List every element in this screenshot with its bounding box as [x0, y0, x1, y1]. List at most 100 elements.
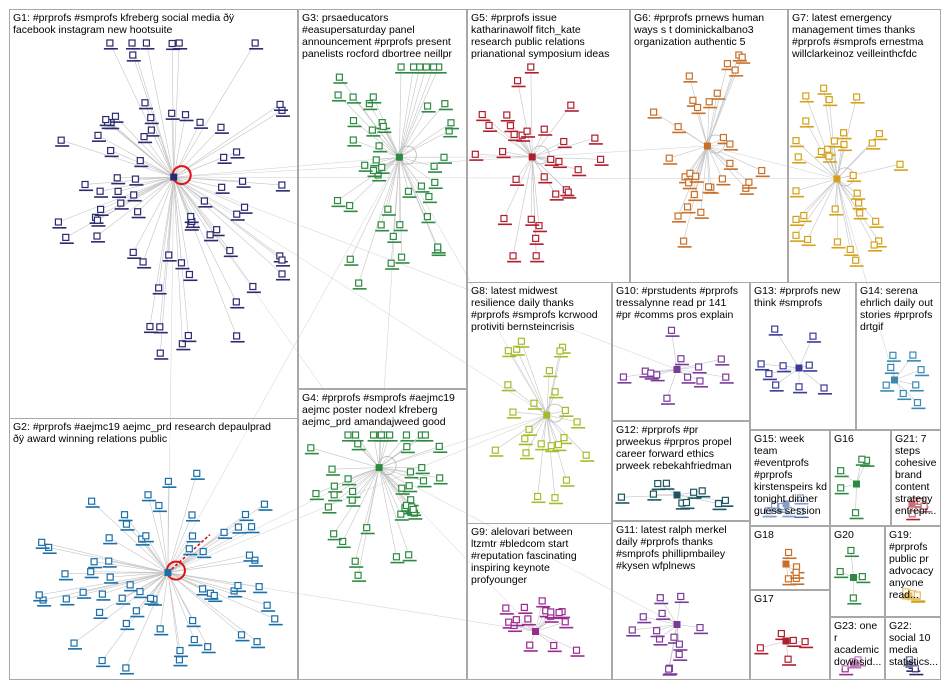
vertex-node[interactable] [349, 557, 364, 568]
vertex-node[interactable] [694, 208, 709, 219]
vertex-node[interactable] [276, 270, 290, 281]
vertex-node[interactable] [768, 501, 783, 512]
vertex-node[interactable] [571, 418, 586, 429]
vertex-node[interactable] [236, 177, 251, 188]
vertex-node[interactable] [497, 214, 512, 226]
vertex-node[interactable] [309, 489, 324, 501]
vertex-node[interactable] [154, 349, 169, 360]
vertex-node[interactable] [570, 646, 585, 657]
vertex-node[interactable] [438, 153, 453, 164]
vertex-node[interactable] [377, 122, 392, 134]
vertex-node[interactable] [144, 594, 159, 605]
vertex-node[interactable] [839, 665, 854, 676]
vertex-node[interactable] [400, 443, 415, 454]
vertex-node[interactable] [547, 641, 562, 653]
vertex-node[interactable] [872, 237, 887, 248]
vertex-node[interactable] [402, 551, 417, 562]
vertex-node[interactable] [790, 215, 804, 227]
vertex-node[interactable] [696, 487, 711, 498]
hub-vertex[interactable] [532, 628, 539, 635]
vertex-node[interactable] [251, 638, 266, 649]
vertex-node[interactable] [445, 119, 459, 130]
vertex-node[interactable] [230, 210, 245, 221]
vertex-node[interactable] [185, 511, 200, 522]
vertex-node[interactable] [543, 367, 558, 378]
vertex-node[interactable] [736, 53, 751, 64]
vertex-node[interactable] [152, 284, 167, 295]
vertex-node[interactable] [719, 496, 734, 507]
vertex-node[interactable] [562, 188, 577, 199]
vertex-node[interactable] [94, 205, 109, 217]
vertex-node[interactable] [552, 157, 567, 169]
vertex-node[interactable] [140, 39, 155, 50]
vertex-node[interactable] [344, 255, 359, 266]
vertex-node[interactable] [395, 63, 410, 74]
vertex-node[interactable] [387, 232, 402, 243]
vertex-node[interactable] [230, 298, 245, 309]
vertex-node[interactable] [519, 449, 534, 460]
vertex-node[interactable] [130, 607, 145, 618]
vertex-node[interactable] [238, 203, 253, 214]
vertex-node[interactable] [428, 178, 443, 190]
vertex-node[interactable] [518, 603, 533, 615]
hub-vertex[interactable] [782, 560, 790, 568]
vertex-node[interactable] [52, 218, 67, 229]
vertex-node[interactable] [712, 500, 727, 511]
vertex-node[interactable] [276, 256, 290, 267]
vertex-node[interactable] [515, 337, 530, 348]
vertex-node[interactable] [395, 253, 410, 264]
vertex-node[interactable] [837, 129, 852, 140]
vertex-node[interactable] [33, 591, 48, 602]
vertex-node[interactable] [103, 534, 118, 545]
hub-vertex[interactable] [850, 660, 857, 668]
hub-vertex[interactable] [170, 173, 178, 181]
vertex-node[interactable] [886, 351, 901, 362]
vertex-node[interactable] [275, 181, 290, 192]
vertex-node[interactable] [347, 136, 362, 147]
vertex-node[interactable] [615, 493, 630, 504]
vertex-node[interactable] [572, 166, 587, 177]
vertex-node[interactable] [347, 117, 362, 128]
vertex-node[interactable] [85, 497, 100, 508]
vertex-node[interactable] [383, 431, 398, 442]
vertex-node[interactable] [367, 431, 382, 442]
vertex-node[interactable] [680, 498, 695, 510]
vertex-node[interactable] [60, 595, 75, 606]
vertex-node[interactable] [828, 137, 843, 148]
vertex-node[interactable] [249, 39, 264, 50]
vertex-node[interactable] [507, 252, 522, 263]
vertex-node[interactable] [370, 156, 385, 167]
vertex-node[interactable] [817, 84, 832, 95]
vertex-node[interactable] [837, 140, 852, 152]
vertex-node[interactable] [304, 444, 319, 455]
vertex-node[interactable] [126, 51, 141, 62]
vertex-node[interactable] [510, 345, 525, 356]
vertex-node[interactable] [84, 568, 99, 579]
vertex-node[interactable] [152, 501, 167, 513]
vertex-node[interactable] [415, 182, 430, 193]
vertex-node[interactable] [847, 594, 862, 605]
vertex-node[interactable] [417, 477, 432, 488]
vertex-node[interactable] [35, 538, 50, 549]
vertex-node[interactable] [186, 532, 201, 543]
vertex-node[interactable] [79, 180, 94, 192]
vertex-node[interactable] [524, 63, 539, 74]
vertex-node[interactable] [332, 91, 347, 102]
vertex-node[interactable] [906, 351, 921, 362]
vertex-node[interactable] [721, 60, 736, 71]
vertex-node[interactable] [647, 490, 662, 501]
vertex-node[interactable] [691, 103, 706, 115]
vertex-node[interactable] [742, 178, 757, 189]
vertex-node[interactable] [580, 451, 595, 462]
vertex-node[interactable] [109, 112, 124, 123]
vertex-node[interactable] [358, 161, 373, 172]
vertex-node[interactable] [245, 523, 260, 534]
hub-vertex[interactable] [164, 569, 172, 577]
vertex-node[interactable] [677, 237, 692, 248]
vertex-node[interactable] [873, 130, 888, 141]
vertex-node[interactable] [145, 126, 160, 137]
vertex-node[interactable] [538, 125, 553, 136]
vertex-node[interactable] [173, 646, 188, 658]
vertex-node[interactable] [427, 63, 442, 74]
vertex-node[interactable] [142, 491, 157, 502]
